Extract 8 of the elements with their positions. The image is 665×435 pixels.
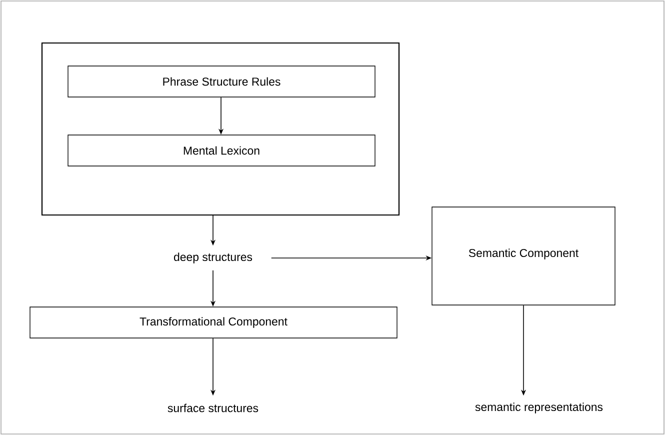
process-box: Transformational Component xyxy=(30,306,398,338)
process-box: Semantic Component xyxy=(432,206,616,306)
text-label: surface structures xyxy=(168,404,258,412)
text-label: deep structures xyxy=(174,252,252,264)
process-box: Phrase Structure Rules xyxy=(68,66,376,98)
text-label: semantic representations xyxy=(475,402,603,414)
process-box: Mental Lexicon xyxy=(68,134,376,166)
group-box xyxy=(41,42,400,216)
